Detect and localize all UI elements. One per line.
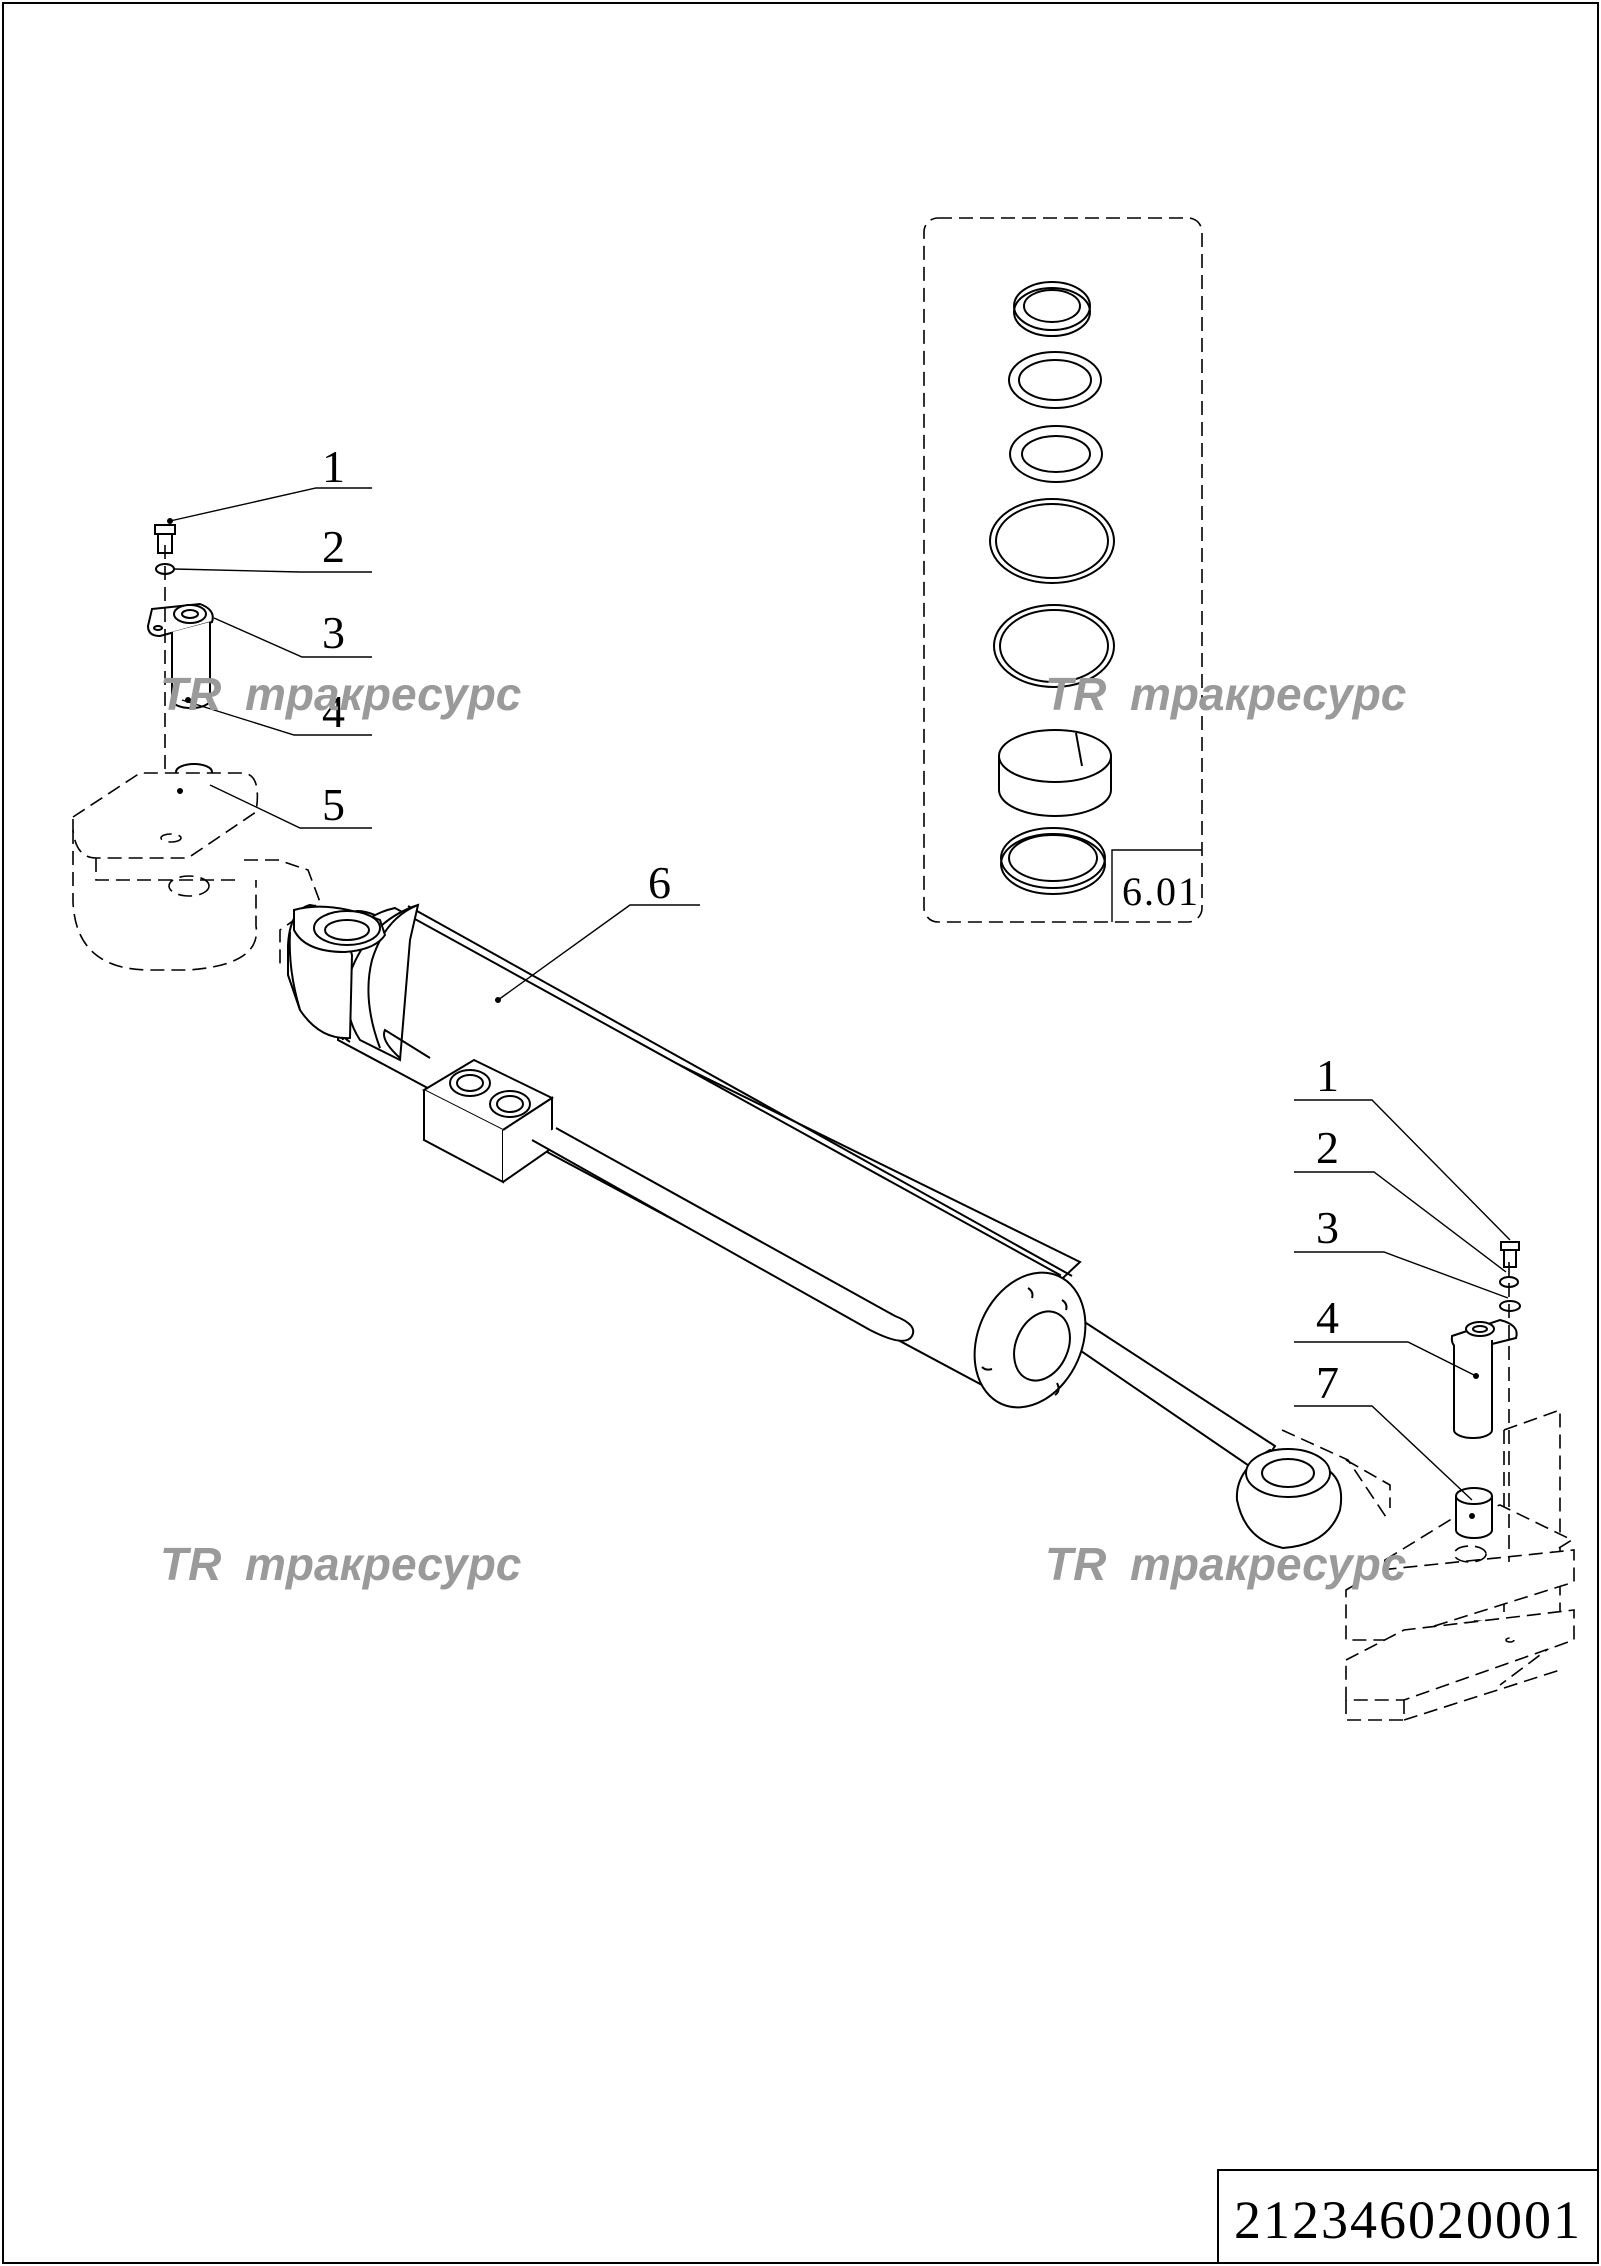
part-number: 212346020001: [1234, 2190, 1582, 2250]
right-bracket: [1281, 1408, 1575, 1721]
wiper-seal: [1013, 281, 1091, 337]
watermark-4: TR тракресурс: [1045, 1538, 1406, 1590]
callout-right-4: 4: [1316, 1292, 1339, 1343]
seal-kit-frame: [923, 217, 1203, 923]
callout-left-4: 4: [322, 686, 345, 737]
right-pin: [1450, 1318, 1518, 1439]
right-bolt: [1500, 1241, 1520, 1268]
hydraulic-tube: [531, 1127, 915, 1342]
rod-eye: [1235, 1448, 1343, 1550]
seal-kit-label-box: [1111, 849, 1202, 922]
right-spacer: [1499, 1300, 1521, 1312]
svg-text:TR: TR: [1045, 1538, 1106, 1590]
piston-seal: [1000, 827, 1106, 895]
callout-left-5: 5: [322, 779, 345, 830]
callout-left-1: 1: [322, 441, 345, 492]
base-eye: [287, 903, 387, 1040]
leader-lines: [167, 487, 1511, 1519]
svg-text:TR: TR: [160, 1538, 221, 1590]
watermark-3: TR тракресурс: [160, 1538, 521, 1590]
rod-seal: [1008, 351, 1102, 409]
watermark-2: TR тракресурс: [1045, 668, 1406, 720]
guide-ring: [998, 729, 1112, 817]
svg-text:TR: TR: [160, 668, 221, 720]
left-pin: [146, 602, 214, 709]
callout-right-3: 3: [1316, 1202, 1339, 1253]
callout-left-3: 3: [322, 607, 345, 658]
callout-left-2: 2: [322, 521, 345, 572]
gland-end-cap: [973, 1271, 1087, 1409]
seal-kit-group: 6.01: [923, 217, 1203, 923]
left-pin-assembly: [72, 524, 321, 971]
svg-text:тракресурс: тракресурс: [245, 1538, 521, 1590]
callout-right-7: 7: [1316, 1357, 1339, 1408]
left-bracket: [72, 772, 321, 971]
svg-text:тракресурс: тракресурс: [245, 668, 521, 720]
callout-right-1: 1: [1316, 1050, 1339, 1101]
buffer-seal: [1009, 425, 1103, 483]
port-block: [421, 1058, 555, 1184]
o-ring: [993, 604, 1115, 688]
callout-right-2: 2: [1316, 1122, 1339, 1173]
callout-center-6: 6: [648, 857, 671, 908]
svg-text:тракресурс: тракресурс: [1130, 668, 1406, 720]
right-bushing: [1455, 1487, 1493, 1539]
hydraulic-cylinder: [287, 903, 1343, 1550]
barrel-body: [337, 906, 1062, 1402]
svg-text:тракресурс: тракресурс: [1130, 1538, 1406, 1590]
watermark-1: TR тракресурс: [160, 668, 521, 720]
callouts-right: 1 2 3 4 7: [1316, 1050, 1339, 1408]
seal-kit-label: 6.01: [1122, 869, 1200, 914]
svg-text:TR: TR: [1045, 668, 1106, 720]
part-number-box: [1217, 2169, 1599, 2264]
callouts-left: 1 2 3 4 5: [322, 441, 345, 830]
o-ring-large: [989, 498, 1115, 584]
right-pin-assembly: [1281, 1241, 1575, 1721]
